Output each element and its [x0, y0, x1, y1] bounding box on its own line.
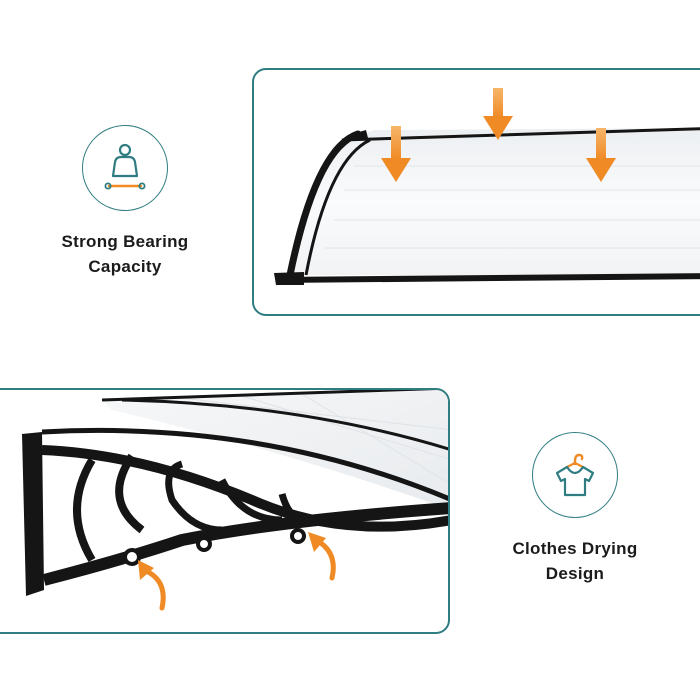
feature-clothes-drying: Clothes Drying Design: [475, 432, 675, 586]
feature-label: Clothes Drying Design: [512, 536, 637, 586]
feature-label-line: Clothes Drying: [512, 539, 638, 558]
canopy-top-photo: [252, 68, 700, 316]
hook-arrow: [308, 532, 336, 581]
canopy-bottom-illustration: [22, 390, 448, 611]
weight-bearing-icon: [104, 143, 146, 190]
load-arrow: [381, 126, 411, 182]
feature-label-line: Capacity: [88, 257, 162, 276]
weight-bearing-icon-circle: [82, 125, 168, 211]
curved-side-frame: [286, 130, 362, 279]
top-rail: [41, 427, 448, 502]
feature-label-line: Strong Bearing: [61, 232, 189, 251]
polycarbonate-panel: [292, 128, 700, 275]
hook-arrow: [138, 560, 166, 611]
bracket-upper-arm: [41, 445, 448, 532]
panel-top-edge: [341, 127, 700, 142]
hanger-shirt-icon-circle: [532, 432, 618, 518]
feature-strong-bearing: Strong Bearing Capacity: [25, 125, 225, 279]
panel-bottom-edge: [275, 273, 700, 283]
canopy-bottom-photo: [0, 388, 450, 634]
bracket-lower-arm: [42, 502, 448, 586]
canopy-top-illustration: [274, 88, 700, 285]
polycarbonate-panel: [102, 390, 448, 509]
feature-label-line: Design: [545, 564, 605, 583]
load-arrow: [483, 88, 513, 140]
hanger-shirt-icon: [555, 453, 595, 497]
feature-label: Strong Bearing Capacity: [62, 229, 189, 279]
load-arrow: [586, 128, 616, 182]
wall-plate: [22, 432, 44, 596]
